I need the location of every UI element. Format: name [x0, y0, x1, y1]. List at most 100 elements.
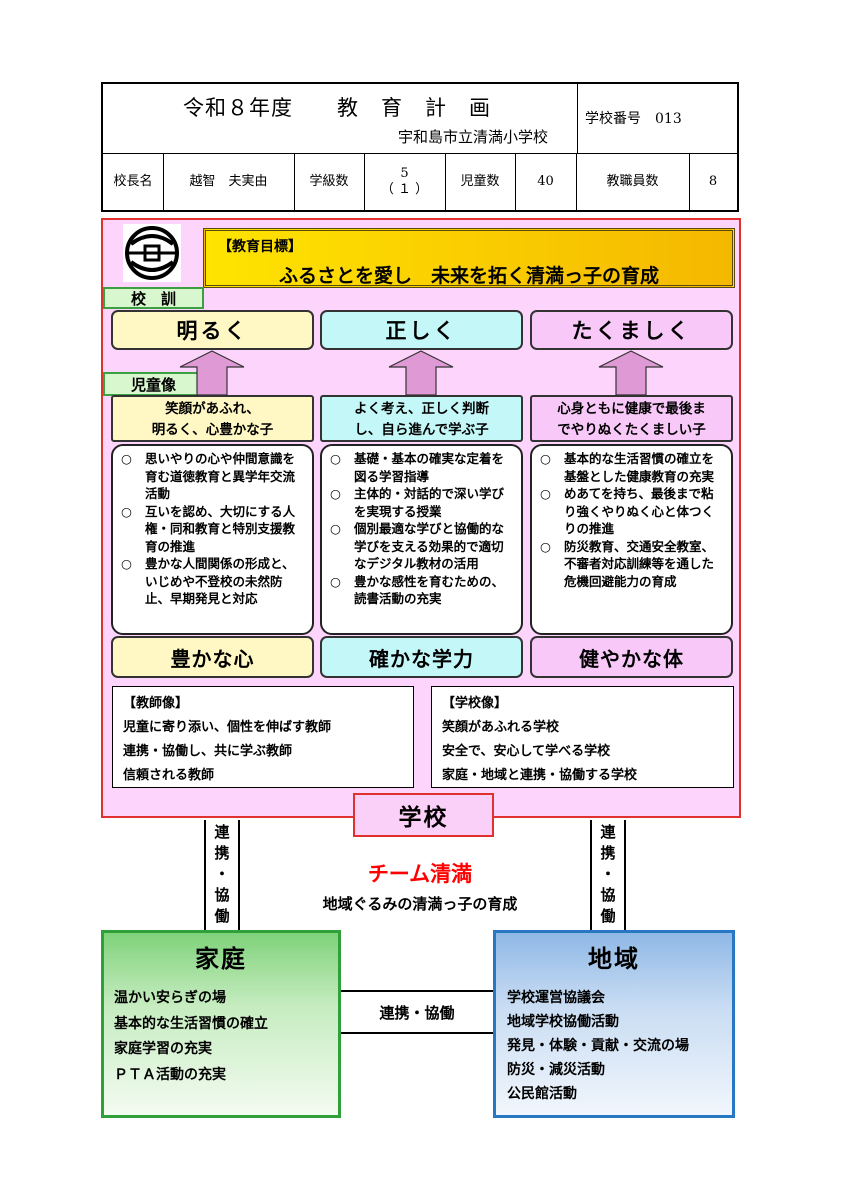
classes-value: 5 [400, 165, 409, 181]
classes-label: 学級数 [309, 173, 349, 189]
ideal-student-2: よく考え、正しく判断 し、自ら進んで学ぶ子 [320, 395, 523, 442]
motto-tag: 校 訓 [103, 287, 204, 309]
arrow-up-icon [179, 350, 245, 396]
link-char: 連 [214, 823, 230, 841]
list-item: 学校運営協議会 [507, 990, 605, 1006]
list-item: 豊かな感性を育むための、読書活動の充実 [330, 573, 515, 608]
ideal-line: し、自ら進んで学ぶ子 [354, 422, 489, 438]
link-right: 連 携 ・ 協 働 [590, 820, 626, 932]
divider [576, 154, 577, 210]
activity-list-2: 基礎・基本の確実な定着を図る学習指導 主体的・対話的で深い学びを実現する授業 個… [320, 444, 523, 635]
link-char: 連 [600, 823, 616, 841]
list-item: ＰＴＡ活動の充実 [114, 1066, 226, 1083]
link-char: 働 [214, 907, 230, 925]
list-item: 公民館活動 [507, 1086, 577, 1102]
school-image-box: 【学校像】 笑顔があふれる学校 安全で、安心して学べる学校 家庭・地域と連携・協… [431, 686, 734, 788]
ideal-line: でやりぬくたくましい子 [557, 422, 706, 438]
link-char: 携 [600, 844, 616, 862]
team-subtitle: 地域ぐるみの清満っ子の育成 [322, 895, 518, 913]
school-image-title: 【学校像】 [442, 696, 508, 711]
pillar-heart: 豊かな心 [111, 636, 314, 678]
school-name: 宇和島市立清満小学校 [398, 128, 549, 146]
education-goal-tag: 【教育目標】 [218, 239, 302, 255]
pillar-health: 健やかな体 [530, 636, 733, 678]
home-list: 温かい安らぎの場 基本的な生活習慣の確立 家庭学習の充実 ＰＴＡ活動の充実 [114, 986, 268, 1088]
list-item: 連携・協働し、共に学ぶ教師 [123, 744, 293, 759]
list-item: 防災・減災活動 [507, 1062, 605, 1078]
activity-list-3: 基本的な生活習慣の確立を基盤とした健康教育の充実 めあてを持ち、最後まで粘り強く… [530, 444, 733, 635]
classes-sub: （ １ ） [380, 182, 429, 197]
list-item: 豊かな人間関係の形成と、いじめや不登校の未然防止、早期発見と対応 [121, 555, 306, 608]
link-char: ・ [600, 865, 616, 883]
list-item: 家庭・地域と連携・協働する学校 [442, 768, 638, 783]
link-char: ・ [214, 865, 230, 883]
students-label: 児童数 [460, 173, 500, 189]
list-item: 地域学校協働活動 [507, 1014, 619, 1030]
home-title: 家庭 [195, 945, 247, 973]
list-item: 個別最適な学びと協働的な学びを支える効果的で適切なデジタル教材の活用 [330, 520, 515, 573]
list-item: 安全で、安心して学べる学校 [442, 744, 611, 759]
education-goal: 【教育目標】 ふるさとを愛し 未来を拓く清満っ子の育成 [203, 228, 735, 288]
school-emblem-icon [123, 224, 181, 282]
pillar-academic: 確かな学力 [320, 636, 523, 678]
link-left: 連 携 ・ 協 働 [204, 820, 240, 932]
teacher-image-title: 【教師像】 [123, 696, 189, 711]
ideal-line: 心身ともに健康で最後ま [557, 401, 706, 417]
header-row-title: 令和８年度 教 育 計 画 宇和島市立清満小学校 学校番号 013 [103, 84, 737, 154]
list-item: 信頼される教師 [123, 768, 215, 783]
list-item: 笑顔があふれる学校 [442, 720, 560, 735]
arrow-up-icon [598, 350, 664, 396]
list-item: 思いやりの心や仲間意識を育む道徳教育と異学年交流活動 [121, 450, 306, 503]
ideal-student-1: 笑顔があふれ、 明るく、心豊かな子 [111, 395, 314, 442]
list-item: 基本的な生活習慣の確立を基盤とした健康教育の充実 [540, 450, 725, 485]
list-item: 基本的な生活習慣の確立 [114, 1015, 268, 1032]
list-item: めあてを持ち、最後まで粘り強くやりぬく心と体つくりの推進 [540, 485, 725, 538]
link-center: 連携・協働 [341, 990, 493, 1034]
area-box: 地域 学校運営協議会 地域学校協働活動 発見・体験・貢献・交流の場 防災・減災活… [493, 930, 735, 1118]
school-number: 学校番号 013 [585, 111, 682, 127]
area-list: 学校運営協議会 地域学校協働活動 発見・体験・貢献・交流の場 防災・減災活動 公… [507, 986, 689, 1106]
classes-value-cell: 5 （ １ ） [364, 154, 445, 210]
activity-list-1: 思いやりの心や仲間意識を育む道徳教育と異学年交流活動 互いを認め、大切にする人権… [111, 444, 314, 635]
ideal-line: 笑顔があふれ、 [165, 401, 260, 417]
page-title: 令和８年度 教 育 計 画 [183, 96, 491, 120]
divider [577, 84, 578, 153]
divider [163, 154, 164, 210]
link-char: 協 [600, 886, 616, 904]
staff-label: 教職員数 [606, 173, 659, 189]
header-row-info: 校長名 越智 夫実由 学級数 5 （ １ ） 児童数 40 教職員数 8 [103, 154, 737, 210]
header-table: 令和８年度 教 育 計 画 宇和島市立清満小学校 学校番号 013 校長名 越智… [101, 82, 739, 212]
home-box: 家庭 温かい安らぎの場 基本的な生活習慣の確立 家庭学習の充実 ＰＴＡ活動の充実 [101, 930, 341, 1118]
ideal-line: 明るく、心豊かな子 [151, 422, 274, 438]
link-char: 携 [214, 844, 230, 862]
teacher-image-box: 【教師像】 児童に寄り添い、個性を伸ばす教師 連携・協働し、共に学ぶ教師 信頼さ… [112, 686, 414, 788]
list-item: 基礎・基本の確実な定着を図る学習指導 [330, 450, 515, 485]
motto-1: 明るく [111, 310, 314, 350]
list-item: 温かい安らぎの場 [114, 990, 226, 1006]
list-item: 互いを認め、大切にする人権・同和教育と特別支援教育の推進 [121, 503, 306, 556]
ideal-line: よく考え、正しく判断 [354, 401, 489, 417]
students-value: 40 [537, 173, 554, 189]
area-title: 地域 [588, 945, 640, 973]
list-item: 防災教育、交通安全教室、不審者対応訓練等を通した危機回避能力の育成 [540, 538, 725, 591]
link-char: 働 [600, 907, 616, 925]
list-item: 家庭学習の充実 [114, 1041, 212, 1057]
ideal-student-3: 心身ともに健康で最後ま でやりぬくたくましい子 [530, 395, 733, 442]
motto-3: たくましく [530, 310, 733, 350]
team-title: チーム清満 [367, 862, 473, 886]
list-item: 主体的・対話的で深い学びを実現する授業 [330, 485, 515, 520]
link-char: 協 [214, 886, 230, 904]
list-item: 児童に寄り添い、個性を伸ばす教師 [123, 720, 332, 735]
school-label: 学校 [353, 793, 494, 837]
staff-value: 8 [708, 173, 718, 189]
divider [689, 154, 690, 210]
divider [294, 154, 295, 210]
list-item: 発見・体験・貢献・交流の場 [507, 1038, 689, 1054]
ideal-tag: 児童像 [103, 372, 204, 396]
divider [364, 154, 365, 210]
principal-name: 越智 夫実由 [189, 173, 268, 189]
motto-2: 正しく [320, 310, 523, 350]
education-goal-text: ふるさとを愛し 未来を拓く清満っ子の育成 [278, 265, 659, 287]
divider [445, 154, 446, 210]
divider [515, 154, 516, 210]
